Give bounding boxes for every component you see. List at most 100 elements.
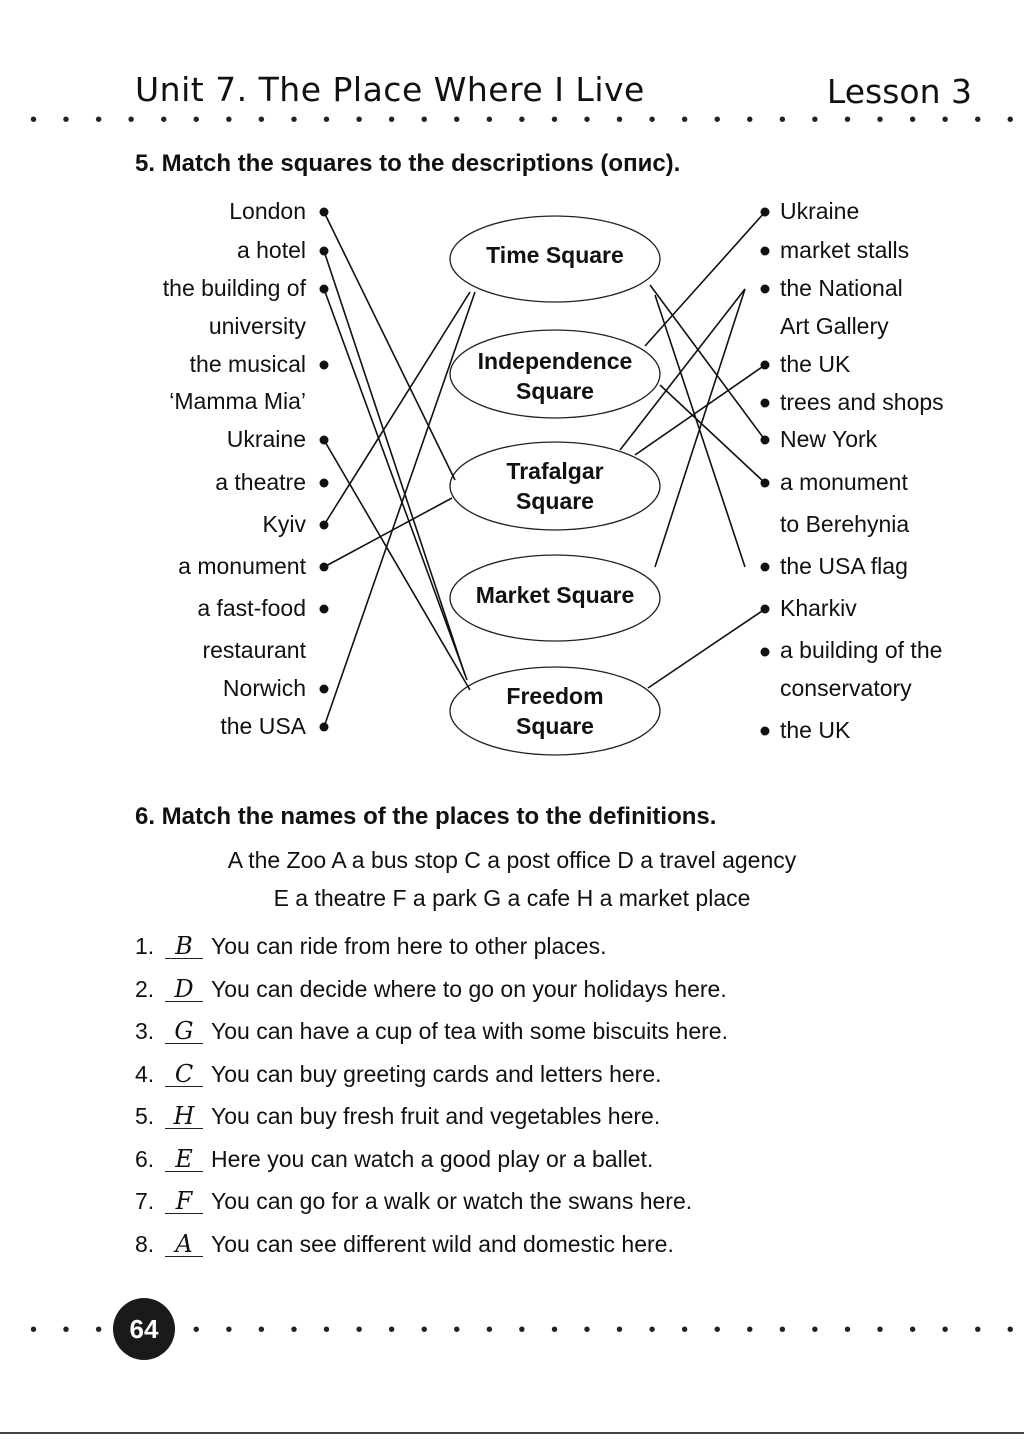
definition-number: 6. [135, 1146, 155, 1172]
definition-row: 8. A You can see different wild and domest… [135, 1231, 674, 1258]
left-item: a monument [178, 553, 306, 579]
square-ellipses [449, 215, 661, 756]
left-item: Kyiv [262, 511, 306, 537]
answer-blank[interactable]: C [165, 1062, 203, 1087]
answer-blank[interactable]: H [165, 1104, 203, 1129]
bullet-dot [760, 647, 770, 657]
right-item: New York [780, 426, 878, 452]
ellipse-freedom-square [449, 666, 661, 756]
bullet-dot [760, 562, 770, 572]
right-item: the UK [780, 351, 851, 377]
right-item: Ukraine [780, 198, 860, 224]
right-item: the UK [780, 717, 851, 743]
answer-blank[interactable]: G [165, 1019, 203, 1044]
definition-text: You can buy greeting cards and letters h… [211, 1061, 662, 1087]
ellipse-independence-square [449, 329, 661, 419]
right-item: a building of the [780, 637, 943, 663]
options-line-2: E a theatre F a park G a cafe H a market… [273, 885, 751, 911]
right-item: conservatory [780, 675, 912, 701]
right-item: Art Gallery [780, 313, 889, 339]
left-item: a fast-food [197, 595, 306, 621]
definition-row: 2. D You can decide where to go on your ho… [135, 976, 727, 1003]
bullet-dot [319, 360, 329, 370]
definition-row: 6. E Here you can watch a good play or a b… [135, 1146, 653, 1173]
task6-title: 6. Match the names of the places to the … [135, 803, 717, 830]
match-line [659, 384, 766, 484]
ellipse-time-square [449, 215, 661, 303]
ellipse-trafalgar-square [449, 441, 661, 531]
answer-blank[interactable]: E [165, 1147, 203, 1172]
unit-title: Unit 7. The Place Where I Live [135, 70, 645, 109]
right-item: a monument [780, 469, 908, 495]
definition-number: 3. [135, 1018, 155, 1044]
definition-row: 1. B You can ride from here to other place… [135, 933, 607, 960]
match-line [323, 291, 476, 728]
left-item: ‘Mamma Mia’ [169, 388, 306, 414]
left-item: the USA [220, 713, 306, 739]
bullet-dot [760, 284, 770, 294]
match-line [649, 284, 766, 441]
answer-blank[interactable]: A [165, 1232, 203, 1257]
page-number-badge: 64 [113, 1298, 175, 1360]
match-line [323, 288, 468, 681]
answer-blank[interactable]: F [165, 1189, 203, 1214]
bullet-dot [319, 684, 329, 694]
lesson-label: Lesson 3 [826, 72, 972, 111]
left-item: the musical [189, 351, 306, 377]
answer-blank[interactable]: D [165, 977, 203, 1002]
match-lines [323, 211, 766, 728]
definition-number: 4. [135, 1061, 155, 1087]
definition-number: 1. [135, 933, 155, 959]
left-item: university [208, 313, 306, 339]
dotted-divider-top: • • • • • • • • • • • • • • • • • • • • … [30, 116, 1020, 124]
definition-text: You can see different wild and domestic … [211, 1231, 674, 1257]
left-item: the building of [162, 275, 306, 301]
definition-text: Here you can watch a good play or a ball… [211, 1146, 654, 1172]
square-label-time: Time Square [486, 242, 624, 268]
right-item: the USA flag [780, 553, 908, 579]
bullet-dot [760, 726, 770, 736]
definition-row: 4. C You can buy greeting cards and letter… [135, 1061, 662, 1088]
left-item: a hotel [236, 237, 306, 263]
options-line-1: A the Zoo A a bus stop C a post office D… [227, 847, 797, 873]
answer-blank[interactable]: B [165, 934, 203, 959]
match-line [323, 439, 471, 691]
definition-text: You can go for a walk or watch the swans… [211, 1188, 693, 1214]
match-line [634, 364, 766, 456]
square-label-market: Market Square [475, 582, 635, 608]
definition-text: You can decide where to go on your holid… [211, 976, 727, 1002]
definition-number: 2. [135, 976, 155, 1002]
left-item: Ukraine [226, 426, 306, 452]
match-line [647, 608, 766, 689]
match-line [323, 211, 456, 481]
match-line [654, 288, 746, 568]
match-line [323, 250, 466, 676]
bottom-rule [0, 1432, 1024, 1434]
ellipse-market-square [449, 554, 661, 642]
right-item: trees and shops [780, 389, 944, 415]
left-item: Norwich [222, 675, 306, 701]
match-line [644, 211, 766, 347]
bullet-dot [319, 604, 329, 614]
definition-number: 8. [135, 1231, 155, 1257]
right-item: market stalls [780, 237, 910, 263]
definition-row: 3. G You can have a cup of tea with some b… [135, 1018, 728, 1045]
right-item: the National [780, 275, 903, 301]
definition-text: You can have a cup of tea with some bisc… [211, 1018, 728, 1044]
task5-title: 5. Match the squares to the descriptions… [135, 150, 681, 177]
definition-number: 5. [135, 1103, 155, 1129]
dotted-divider-bottom: • • • • • • • • • • • • • • • • • • • • … [30, 1326, 1020, 1334]
match-line [619, 288, 746, 451]
bullet-dot [319, 478, 329, 488]
definition-text: You can ride from here to other places. [211, 933, 607, 959]
right-item: Kharkiv [780, 595, 857, 621]
match-line [654, 294, 746, 568]
bullet-dots [319, 207, 770, 736]
match-line [323, 497, 453, 568]
